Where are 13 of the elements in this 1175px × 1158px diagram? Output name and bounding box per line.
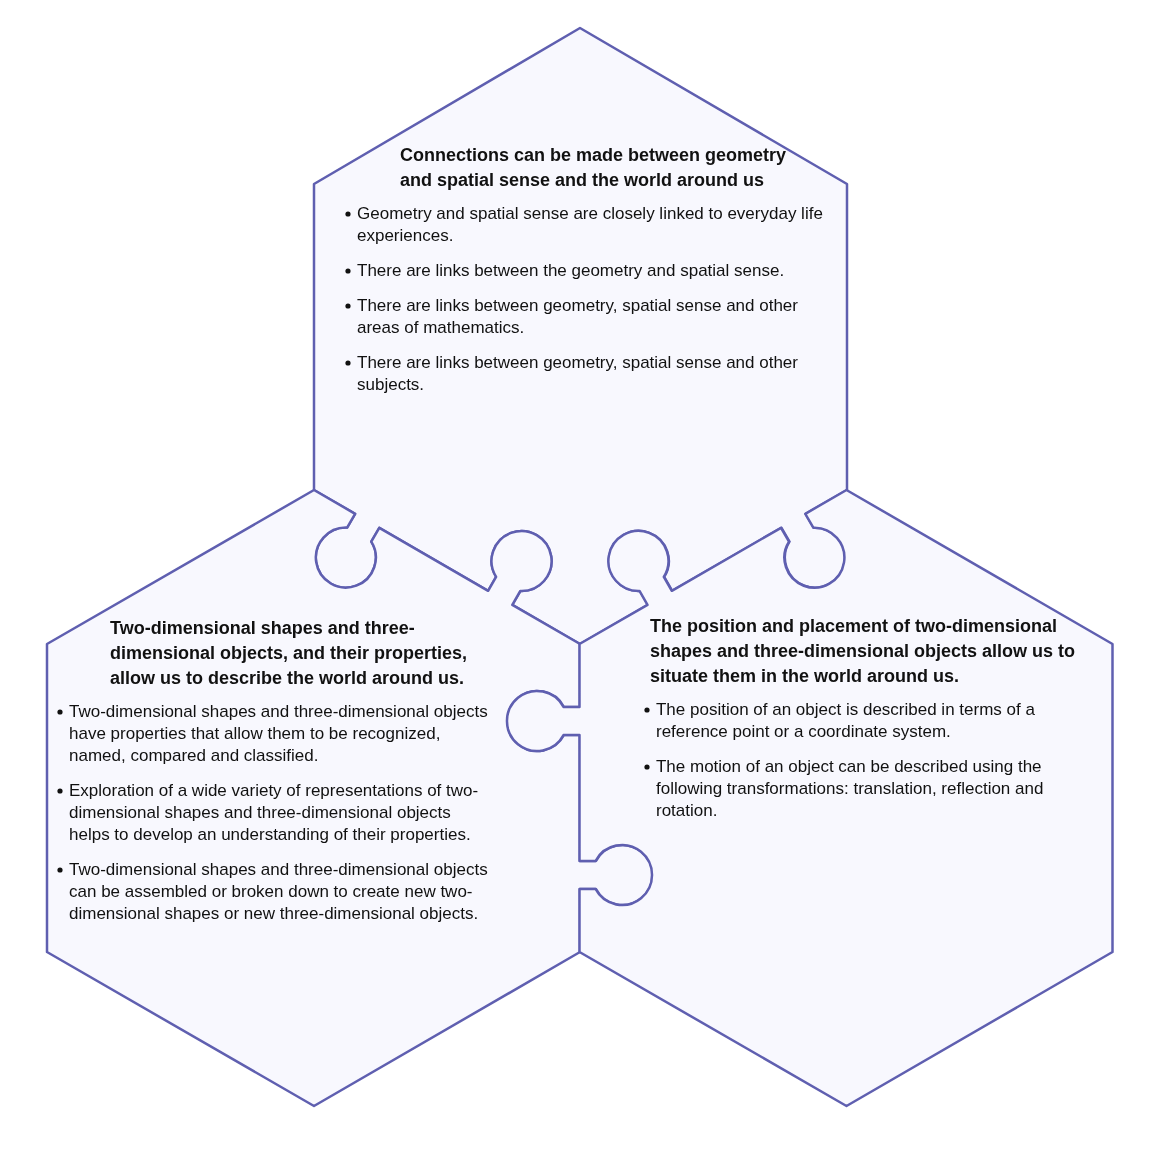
- bullet-text: There are links between geometry, spatial sense and other subjects.: [357, 352, 799, 396]
- heading: Connections can be made between geometry and spatial sense and the world around us: [400, 144, 788, 192]
- hexagon-puzzle-piece: [507, 490, 1113, 1106]
- bullet-text: The position of an object is described in terms of a reference point or a coordinate system.: [656, 699, 1036, 743]
- heading: Two-dimensional shapes and three-dimensional objects, and their properties, allow us to describe the world around us.: [110, 617, 469, 690]
- bullet-text: The motion of an object can be described using the following transformations: translation, reflection and rotation.: [656, 756, 1045, 822]
- bullet-text: Exploration of a wide variety of representations of two-dimensional shapes and three-dimensional objects helps to develop an understanding of their properties.: [69, 780, 480, 846]
- bullet-text: There are links between geometry, spatial sense and other areas of mathematics.: [357, 295, 799, 339]
- bullet-text: There are links between the geometry and spatial sense.: [357, 260, 785, 282]
- heading: The position and placement of two-dimensional shapes and three-dimensional objects allow us to situate them in the world around us.: [650, 615, 1077, 688]
- bullet-text: Two-dimensional shapes and three-dimensional objects have properties that allow them to be recognized, named, compared and classified.: [69, 701, 489, 767]
- bullet-text: Two-dimensional shapes and three-dimensional objects can be assembled or broken down to create new two-dimensional shapes or new three-dimensional objects.: [69, 859, 489, 925]
- bullet-text: Geometry and spatial sense are closely linked to everyday life experiences.: [357, 203, 823, 247]
